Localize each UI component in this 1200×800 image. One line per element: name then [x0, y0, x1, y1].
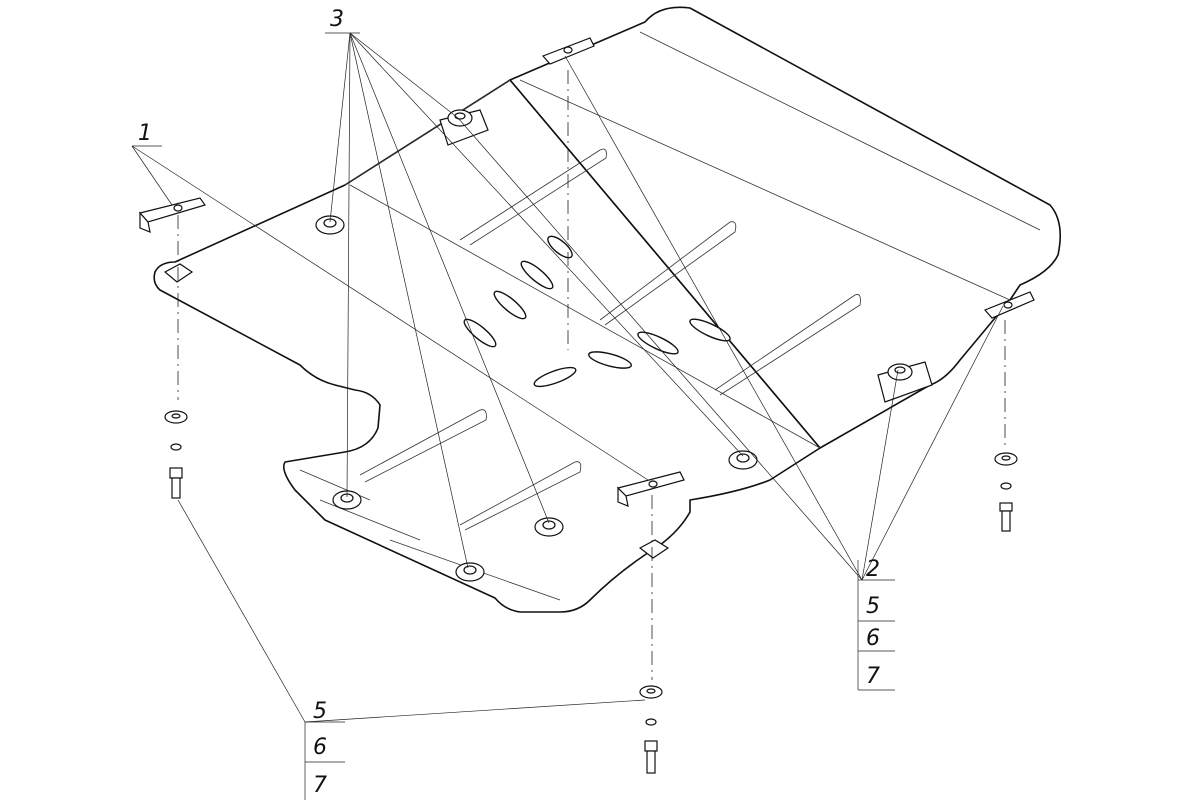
center-lines: [177, 70, 1006, 680]
bracket-right: [983, 291, 1035, 319]
nut-5: [728, 450, 758, 470]
callout-stack-bottom: 5 6 7: [304, 699, 345, 800]
fastener-left: [164, 410, 188, 499]
bracket-top: [541, 37, 595, 65]
callout-1-label: 1: [138, 121, 152, 146]
fastener-center: [639, 685, 663, 774]
captive-nuts: [315, 215, 758, 582]
callout-1: 1: [138, 121, 152, 146]
bracket-left: [138, 197, 206, 233]
callout-7-bottom-label: 7: [313, 773, 327, 798]
callout-stack-right: 2 5 6 7: [857, 557, 895, 691]
brackets: [138, 37, 1035, 559]
callout-7-right-label: 7: [866, 664, 880, 689]
callout-5-bottom-label: 5: [313, 699, 327, 724]
nut-2: [332, 490, 362, 510]
callout-6-right-label: 6: [866, 626, 880, 651]
callout-2-label: 2: [866, 557, 880, 582]
callout-5-right-label: 5: [866, 594, 880, 619]
plate-slots: [463, 235, 731, 388]
bracket-center: [616, 471, 685, 507]
mount-upper: [439, 109, 489, 146]
callout-3-label: 3: [330, 7, 344, 32]
callout-3: 3: [330, 7, 344, 32]
nut-1: [315, 215, 345, 235]
nut-4: [534, 517, 564, 537]
leader-lines: [131, 32, 1004, 723]
square-nut-center: [638, 539, 670, 559]
nut-3: [455, 562, 485, 582]
square-nut-left: [163, 263, 194, 283]
fastener-right: [994, 452, 1018, 532]
callout-6-bottom-label: 6: [313, 735, 327, 760]
